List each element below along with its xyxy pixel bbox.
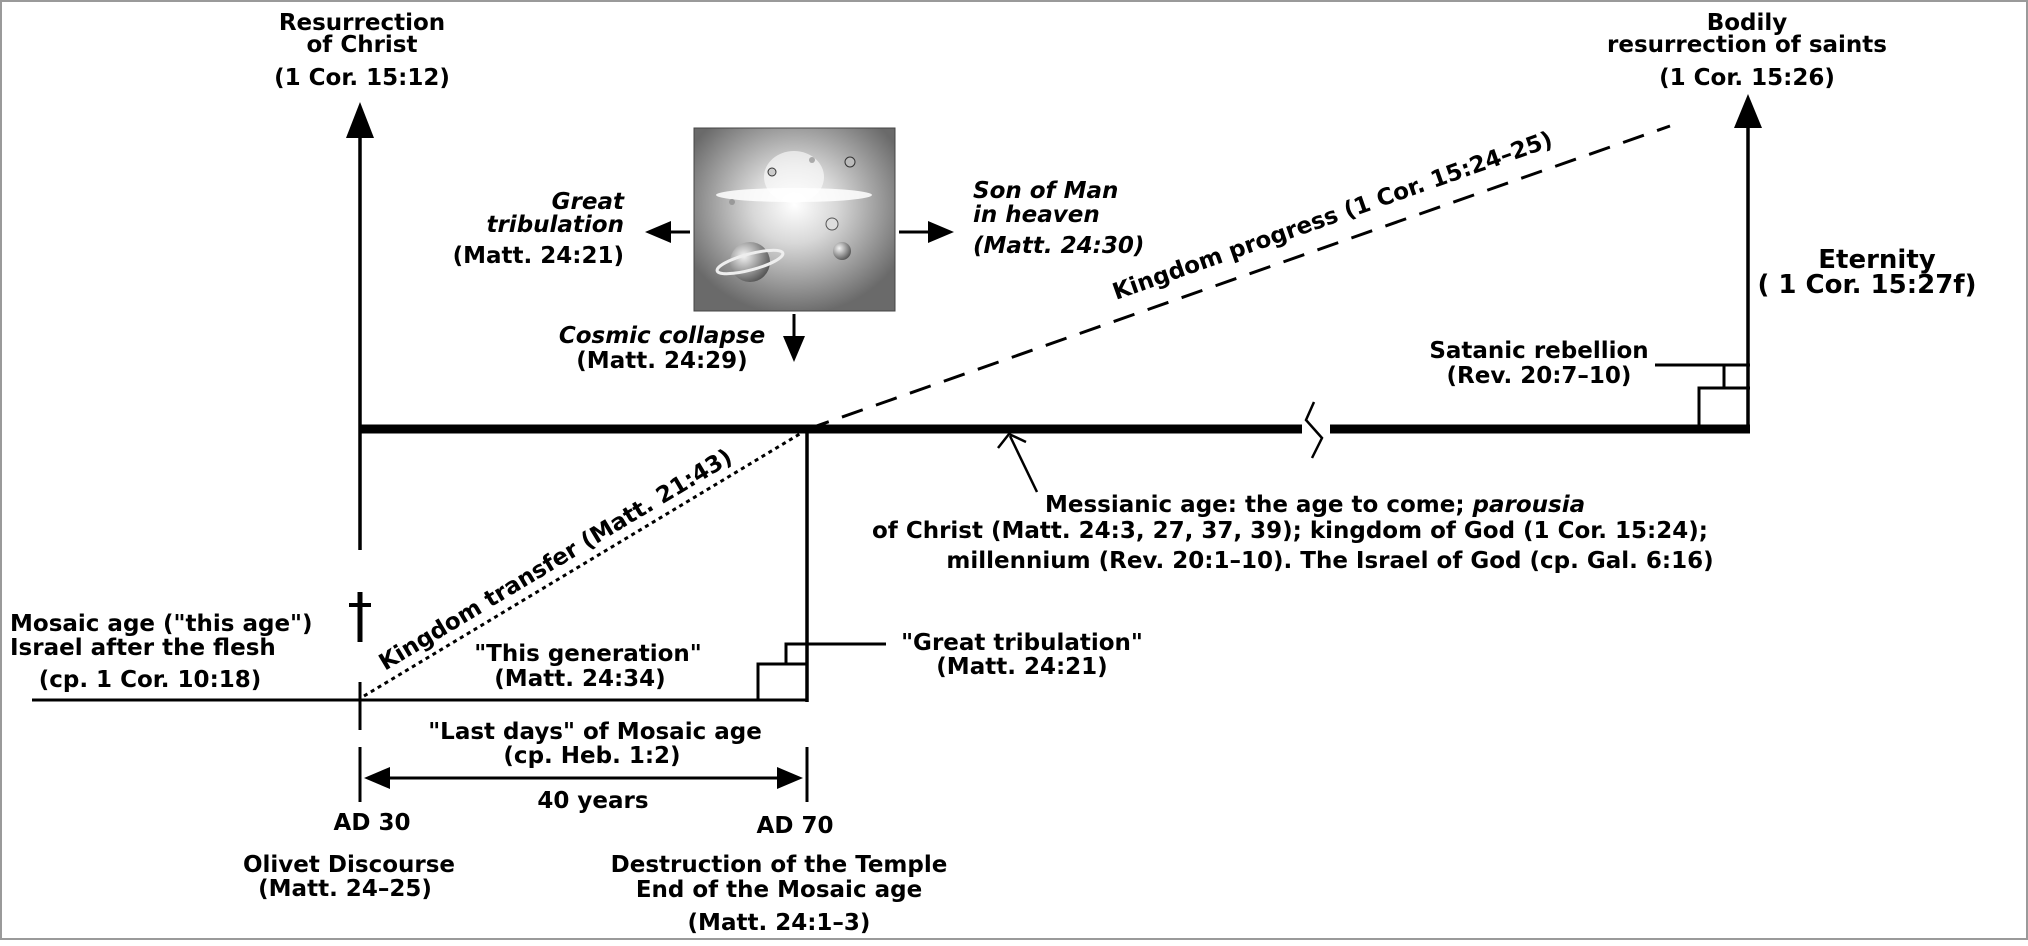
great-tribulation-quote-title: "Great tribulation" (901, 630, 1143, 656)
bodily-resurrection-line1: Bodily (1707, 10, 1788, 36)
timeline-break-mark (1304, 401, 1324, 459)
last-days-title: "Last days" of Mosaic age (428, 719, 762, 745)
messianic-age-line2: of Christ (Matt. 24:3, 27, 37, 39); king… (872, 518, 1708, 544)
this-generation-title: "This generation" (474, 641, 702, 667)
satanic-rebellion-title: Satanic rebellion (1429, 338, 1648, 364)
kingdom-transfer-line (363, 427, 809, 698)
bodily-resurrection-arrowhead (1734, 94, 1762, 128)
great-tribulation-ref: (Matt. 24:21) (453, 243, 624, 269)
cosmic-collapse-title: Cosmic collapse (559, 323, 765, 349)
mosaic-age-line1: Mosaic age ("this age") (10, 611, 313, 637)
great-tribulation-line1: Great (552, 189, 625, 215)
kingdom-progress-line (807, 124, 1671, 431)
forty-years-arrowhead-right (777, 767, 803, 789)
kingdom-progress-label: Kingdom progress (1 Cor. 15:24–25) (1109, 127, 1556, 306)
mosaic-age-line2: Israel after the flesh (10, 635, 276, 661)
destruction-line1: Destruction of the Temple (611, 852, 948, 878)
olivet-ref: (Matt. 24–25) (258, 876, 432, 902)
messianic-pointer-head (997, 432, 1027, 449)
this-generation-ref: (Matt. 24:34) (494, 666, 665, 692)
cross-icon (349, 592, 371, 642)
cosmic-collapse-ref: (Matt. 24:29) (576, 348, 747, 374)
destruction-ref: (Matt. 24:1–3) (688, 910, 871, 936)
destruction-line2: End of the Mosaic age (636, 877, 922, 903)
son-of-man-line2: in heaven (973, 202, 1100, 228)
satanic-rebellion-ref: (Rev. 20:7–10) (1447, 363, 1632, 389)
son-of-man-arrowhead (928, 221, 954, 243)
tribulation-arrowhead (645, 221, 671, 243)
eternity-title: Eternity (1818, 245, 1935, 275)
mosaic-age-ref: (cp. 1 Cor. 10:18) (39, 667, 262, 693)
messianic-age-line1: Messianic age: the age to come; parousia (1045, 492, 1585, 518)
messianic-pointer-line (1008, 435, 1039, 493)
ad70-label: AD 70 (757, 813, 834, 839)
eternity-ref: ( 1 Cor. 15:27f) (1757, 270, 1976, 300)
olivet-title: Olivet Discourse (243, 852, 455, 878)
messianic-age-line1-prefix: Messianic age: the age to come; (1045, 492, 1473, 518)
great-tribulation-quote-ref: (Matt. 24:21) (936, 654, 1107, 680)
resurrection-christ-line2: of Christ (307, 32, 418, 58)
resurrection-arrowhead (346, 102, 374, 138)
bodily-resurrection-line2: resurrection of saints (1607, 32, 1887, 58)
great-tribulation-line2: tribulation (486, 212, 624, 238)
forty-years-arrowhead-left (364, 767, 390, 789)
cosmic-collapse-illustration (693, 127, 896, 312)
rebellion-step-marker (1655, 363, 1750, 429)
bodily-resurrection-ref: (1 Cor. 15:26) (1659, 65, 1835, 91)
tribulation-step-marker (756, 642, 886, 700)
ad30-label: AD 30 (334, 810, 411, 836)
resurrection-christ-ref: (1 Cor. 15:12) (274, 65, 450, 91)
son-of-man-line1: Son of Man (973, 178, 1118, 204)
son-of-man-ref: (Matt. 24:30) (973, 233, 1144, 259)
messianic-age-parousia: parousia (1472, 492, 1586, 518)
forty-years-label: 40 years (537, 788, 648, 814)
cosmic-collapse-arrowhead (783, 336, 805, 362)
resurrection-christ-line1: Resurrection (279, 10, 445, 36)
last-days-ref: (cp. Heb. 1:2) (503, 743, 680, 769)
messianic-age-line3: millennium (Rev. 20:1–10). The Israel of… (946, 548, 1713, 574)
